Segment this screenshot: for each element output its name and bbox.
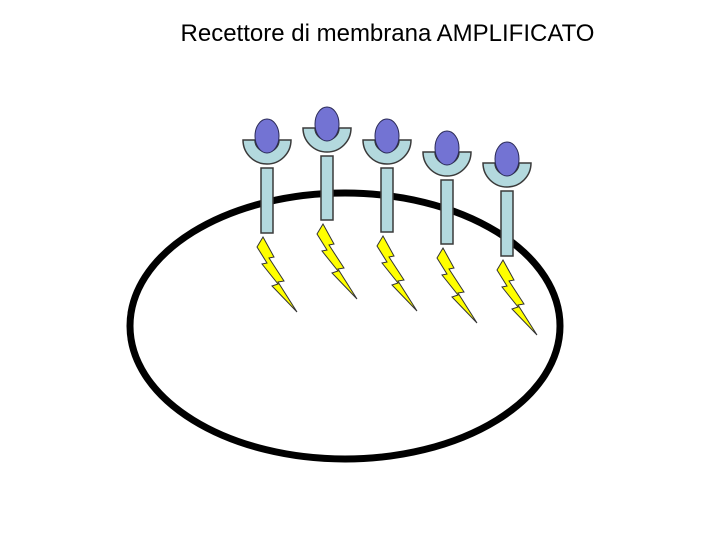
receptor-5 (482, 141, 538, 336)
slide-title: Recettore di membrana AMPLIFICATO (180, 20, 595, 47)
receptor-stem (380, 167, 394, 233)
lightning-signal-icon (376, 234, 418, 312)
ligand (434, 130, 460, 166)
receptor-2 (302, 106, 358, 300)
receptor-stem (260, 167, 274, 234)
lightning-signal-icon (496, 258, 538, 336)
cell-membrane (126, 189, 564, 463)
receptor-stem (500, 190, 514, 257)
ligand (254, 118, 280, 154)
receptor-1 (242, 118, 298, 313)
lightning-signal-icon (436, 246, 478, 324)
receptor-3 (362, 118, 418, 312)
ligand (374, 118, 400, 154)
lightning-signal-icon (316, 222, 358, 300)
ligand (494, 141, 520, 177)
lightning-signal-icon (256, 235, 298, 313)
receptor-stem (320, 155, 334, 221)
receptor-stem (440, 179, 454, 245)
receptor-group (242, 106, 538, 336)
ligand (314, 106, 340, 142)
receptor-4 (422, 130, 478, 324)
